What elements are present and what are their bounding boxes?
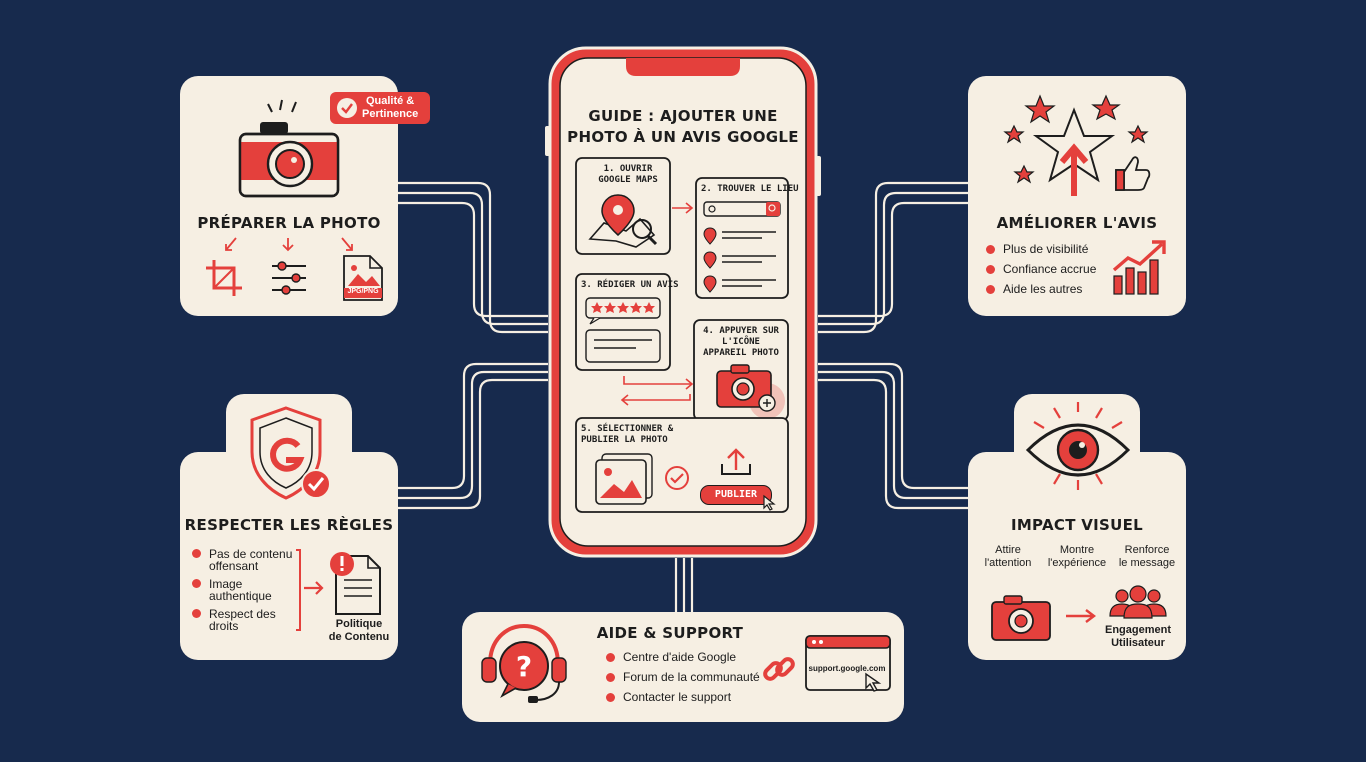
impact-title: IMPACT VISUEL: [1010, 516, 1144, 534]
step3-box: [575, 273, 671, 371]
improve-item: Aide les autres: [986, 282, 1082, 296]
bullet-dot: [192, 608, 201, 618]
crop-icon: [206, 260, 242, 296]
publish-button[interactable]: PUBLIER: [700, 485, 772, 505]
map-search-icon: [588, 194, 658, 248]
phone-title: GUIDE : AJOUTER UNE PHOTO À UN AVIS GOOG…: [567, 107, 799, 146]
arrow-3-4: [623, 376, 694, 390]
svg-text:?: ?: [516, 650, 532, 683]
gallery-icon: [595, 453, 653, 505]
support-item[interactable]: Centre d'aide Google: [606, 650, 736, 664]
quality-badge-text: Qualité &Pertinence: [362, 95, 419, 120]
bullet-dot: [986, 245, 995, 255]
bullet-dot: [986, 265, 995, 275]
help-headset-icon: ?: [481, 623, 567, 703]
users-group-icon: [1109, 585, 1167, 619]
policy-document-icon: [330, 552, 381, 615]
impact-camera-icon: [991, 595, 1051, 641]
step2-label: 2. TROUVER LE LIEU: [701, 184, 799, 194]
bullet-dot: [192, 578, 201, 588]
growth-chart-icon: [1112, 240, 1166, 295]
step5-label: 5. SÉLECTIONNER &PUBLIER LA PHOTO: [581, 424, 674, 445]
step3-label: 3. RÉDIGER UN AVIS: [581, 280, 679, 290]
chain-link-icon: [763, 657, 795, 681]
arrow-4-5: [620, 394, 691, 406]
step2-box: [695, 177, 789, 299]
support-title: AIDE & SUPPORT: [596, 624, 744, 642]
file-format-label: JPG/PNG: [347, 288, 379, 295]
improve-title: AMÉLIORER L'AVIS: [996, 214, 1158, 232]
prepare-arrows: [225, 237, 353, 252]
file-image-icon: [343, 255, 383, 301]
arrow-1-2: [672, 202, 694, 214]
rules-title: RESPECTER LES RÈGLES: [184, 516, 394, 534]
improve-item: Plus de visibilité: [986, 242, 1088, 256]
bullet-dot: [606, 653, 615, 663]
browser-window-icon: [805, 635, 891, 692]
check-circle-icon: [665, 466, 689, 490]
cursor-icon: [763, 494, 776, 511]
improve-item: Confiance accrue: [986, 262, 1096, 276]
bullet-dot: [192, 548, 201, 558]
upload-icon: [721, 448, 751, 475]
camera-plus-icon[interactable]: [713, 361, 793, 421]
support-url[interactable]: support.google.com: [808, 664, 886, 673]
eye-icon: [1025, 402, 1131, 490]
bullet-dot: [606, 693, 615, 703]
support-item[interactable]: Forum de la communauté: [606, 670, 760, 684]
bullet-dot: [986, 285, 995, 295]
star-arrow-icon: [1003, 94, 1151, 196]
phone: GUIDE : AJOUTER UNE PHOTO À UN AVIS GOOG…: [545, 46, 821, 558]
prepare-title: PRÉPARER LA PHOTO: [197, 214, 381, 232]
bracket-arrow: [296, 549, 324, 631]
bullet-dot: [606, 673, 615, 683]
impact-arrow: [1066, 609, 1096, 623]
camera-icon: [238, 99, 340, 198]
shield-google-icon: [250, 406, 331, 500]
sliders-icon: [272, 261, 306, 295]
badge-check-icon: [337, 98, 357, 118]
support-item[interactable]: Contacter le support: [606, 690, 731, 704]
